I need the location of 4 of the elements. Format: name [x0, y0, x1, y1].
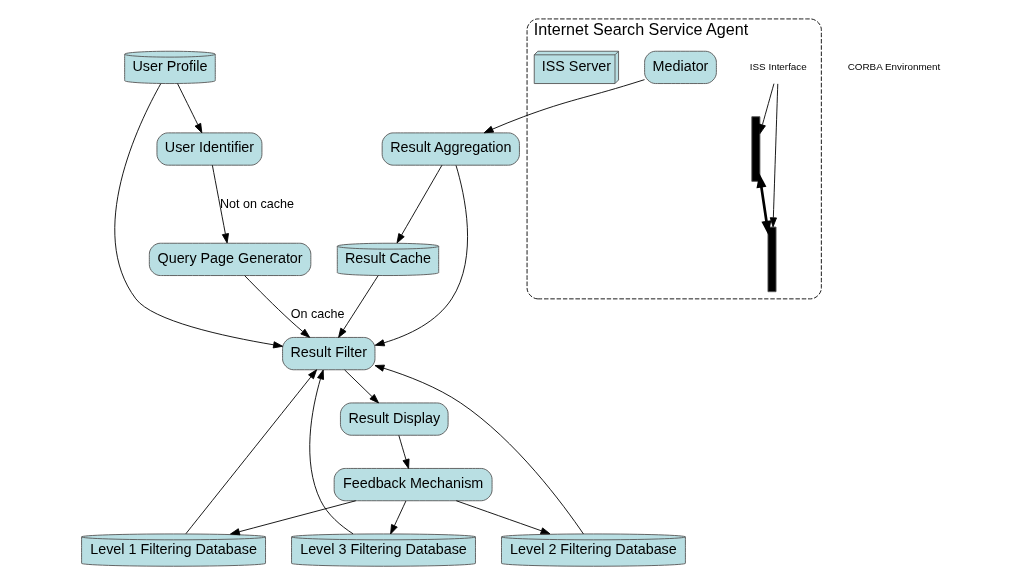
edge-label: Not on cache	[220, 196, 294, 211]
edge-label: On cache	[290, 306, 345, 321]
node-text: ISS Interface	[749, 60, 807, 72]
label: CORBA Environment	[847, 60, 941, 72]
